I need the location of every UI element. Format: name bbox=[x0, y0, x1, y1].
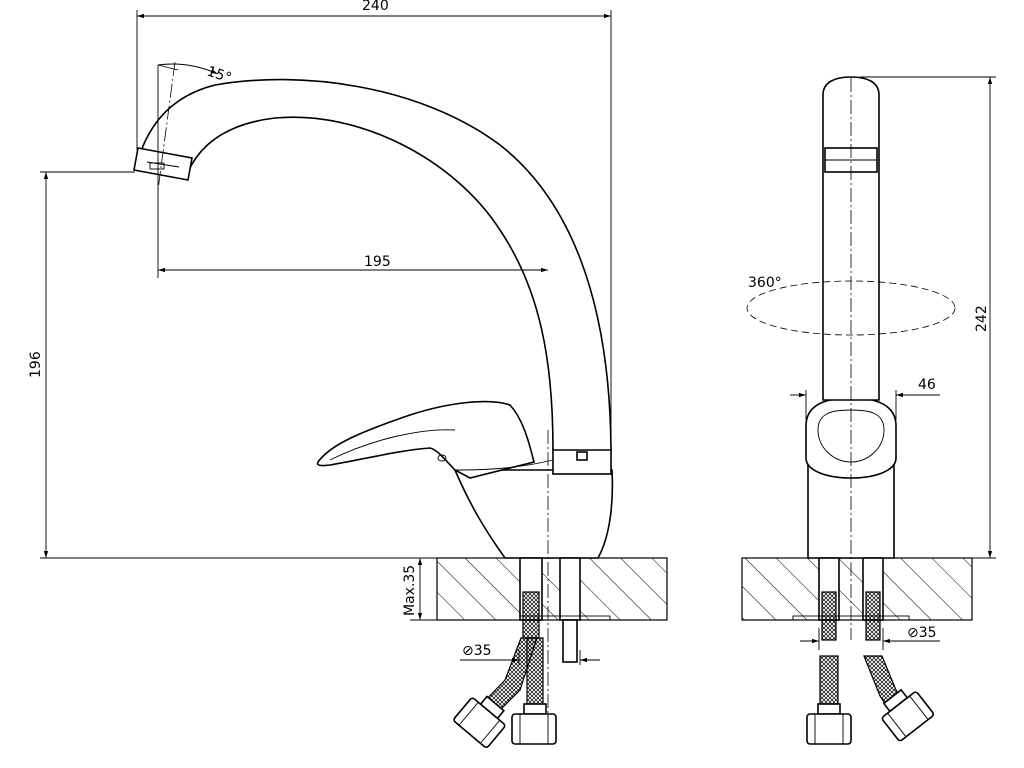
aerator bbox=[133, 147, 193, 181]
hose-nut-straight bbox=[511, 713, 557, 745]
dim-angle: 15° bbox=[205, 64, 234, 87]
dim-body-width: 46 bbox=[918, 377, 936, 393]
dim-height: 196 bbox=[28, 351, 44, 378]
tap-base-body bbox=[453, 469, 614, 559]
side-view: Max.35 15° 240 195 bbox=[28, 0, 668, 748]
front-view: 360° 242 46 ⊘3 bbox=[741, 76, 996, 745]
dim-max-thickness: Max.35 bbox=[402, 565, 418, 616]
front-hose-straight bbox=[819, 655, 839, 707]
dim-hole-side: ⊘35 bbox=[462, 643, 492, 659]
dim-reach: 195 bbox=[364, 254, 391, 270]
lever-handle bbox=[316, 400, 535, 479]
dim-rotation: 360° bbox=[748, 275, 782, 291]
dim-height-front: 242 bbox=[974, 305, 990, 332]
rotation-ellipse bbox=[746, 280, 956, 336]
front-hose-nut-straight bbox=[806, 713, 852, 745]
countertop-right-section bbox=[741, 557, 973, 621]
countertop-left-section bbox=[436, 557, 668, 621]
hose-nut-angled bbox=[453, 697, 506, 748]
front-hose-nut-angled bbox=[881, 691, 935, 742]
dim-hole-front: ⊘35 bbox=[907, 625, 937, 641]
dim-width: 240 bbox=[362, 0, 389, 14]
